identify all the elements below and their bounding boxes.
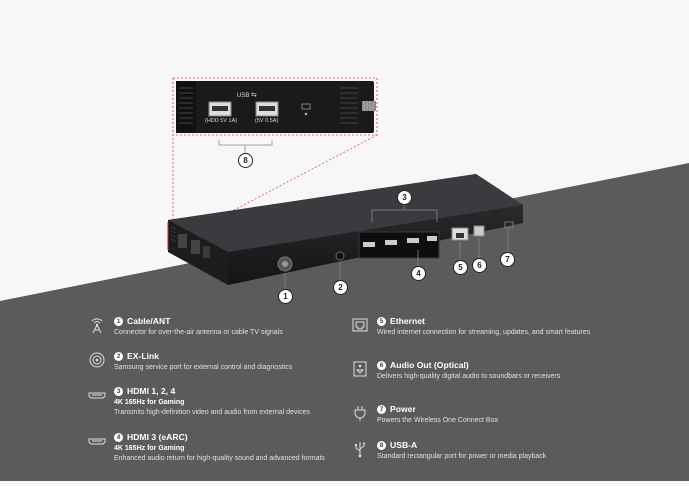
item-number: 8 xyxy=(377,440,386,450)
item-number: 6 xyxy=(377,360,386,370)
callout-lines xyxy=(284,203,509,289)
port-hdd-label: (HDD 5V 1A) xyxy=(205,118,238,124)
inset-usb-label: USB xyxy=(237,93,250,99)
dark-background xyxy=(0,163,689,481)
inset-usb-panel xyxy=(176,81,376,133)
item-title: HDMI 1, 2, 4 xyxy=(127,386,176,396)
item-number: 1 xyxy=(114,316,123,326)
item-title: Cable/ANT xyxy=(127,316,171,326)
item-description: Samsung service port for external contro… xyxy=(114,364,293,371)
item-title: Ethernet xyxy=(390,316,425,326)
legend-item-ex-link: 2 EX-Link Samsung service port for extern… xyxy=(88,351,292,371)
item-title: Power xyxy=(390,404,416,414)
legend-item-cable-ant: 1 Cable/ANT Connector for over-the-air an… xyxy=(88,316,283,336)
item-number: 4 xyxy=(114,432,123,442)
item-title: HDMI 3 (eARC) xyxy=(127,432,188,442)
power-icon xyxy=(354,406,366,421)
callout-7: 7 xyxy=(500,252,515,267)
legend-item-hdmi: 3 HDMI 1, 2, 4 4K 165Hz for Gaming Transm… xyxy=(88,386,310,416)
item-description: Powers the Wireless One Connect Box xyxy=(377,417,498,424)
item-description: Wired internet connection for streaming,… xyxy=(377,329,591,336)
item-subtitle: 4K 165Hz for Gaming xyxy=(114,445,185,452)
usb-icon xyxy=(355,442,365,458)
callout-4: 4 xyxy=(411,266,426,281)
callout-1: 1 xyxy=(278,289,293,304)
item-description: Transmits high-definition video and audi… xyxy=(114,409,310,416)
port-5v-label: (5V 0.5A) xyxy=(255,118,279,124)
hdmi-icon xyxy=(88,392,106,399)
hdmi-arc-icon xyxy=(88,438,106,445)
inset-bracket xyxy=(218,140,273,153)
legend-item-power: 7 Power Powers the Wireless One Connect B… xyxy=(351,404,498,424)
item-description: Enhanced audio return for high-quality s… xyxy=(114,455,325,462)
item-description: Connector for over-the-air antenna or ca… xyxy=(114,329,283,336)
callout-guides xyxy=(172,77,378,221)
item-number: 7 xyxy=(377,404,386,414)
item-number: 5 xyxy=(377,316,386,326)
item-number: 2 xyxy=(114,351,123,361)
item-description: Delivers high-quality digital audio to s… xyxy=(377,373,561,380)
item-title: USB-A xyxy=(390,440,418,450)
item-title: EX-Link xyxy=(127,351,159,361)
item-number: 3 xyxy=(114,386,123,396)
ethernet-icon xyxy=(352,318,368,332)
callout-5: 5 xyxy=(453,260,468,275)
optical-icon xyxy=(353,361,367,377)
ex-link-icon xyxy=(89,352,105,368)
callout-3: 3 xyxy=(397,190,412,205)
item-description: Standard rectangular port for power or m… xyxy=(377,453,547,460)
one-connect-box xyxy=(167,174,523,285)
legend-item-usb-a: 8 USB-A Standard rectangular port for pow… xyxy=(351,440,546,460)
legend-item-ethernet: 5 Ethernet Wired internet connection for … xyxy=(351,316,590,336)
usb-symbol-icon: ⇆ xyxy=(251,92,257,99)
item-subtitle: 4K 165Hz for Gaming xyxy=(114,399,185,406)
callout-8: 8 xyxy=(238,153,253,168)
antenna-icon xyxy=(91,318,103,334)
callout-2: 2 xyxy=(333,280,348,295)
legend-item-optical: 6 Audio Out (Optical) Delivers high-quali… xyxy=(351,360,560,380)
callout-6: 6 xyxy=(472,258,487,273)
legend-item-hdmi-earc: 4 HDMI 3 (eARC) 4K 165Hz for Gaming Enhan… xyxy=(88,432,325,462)
item-title: Audio Out (Optical) xyxy=(390,360,469,370)
